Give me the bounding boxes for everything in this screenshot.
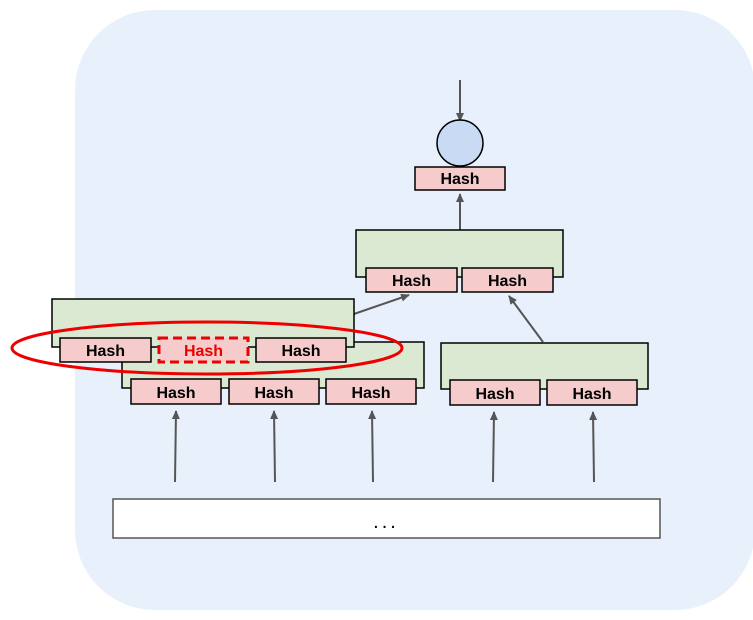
- level1-highlighted-hash-0: Hash: [86, 343, 125, 360]
- level1-highlighted-hash-2: Hash: [281, 343, 320, 360]
- level1-right-hash-1: Hash: [572, 386, 611, 403]
- arrow-left-to-level2: [353, 293, 410, 315]
- root-hash-box: Hash: [414, 166, 506, 191]
- level1-left-hash-1: Hash: [254, 385, 293, 402]
- highlight-ellipse: [10, 320, 404, 376]
- leaf-arrow-0: [171, 410, 180, 483]
- leaf-data-box: [112, 498, 661, 539]
- level1-highlighted-hash-1: Hash: [184, 343, 223, 360]
- level2-node: Hash Hash: [355, 229, 564, 293]
- leaf-arrow-3: [489, 411, 498, 483]
- level1-right-hash-0: Hash: [475, 386, 514, 403]
- level1-highlighted-node: Hash Hash Hash: [51, 298, 355, 364]
- root-circle: [436, 119, 484, 167]
- leaf-arrow-1: [270, 410, 279, 483]
- level1-left-hash-0: Hash: [156, 385, 195, 402]
- level2-hash-1: Hash: [488, 273, 527, 290]
- level1-left-hash-2: Hash: [351, 385, 390, 402]
- level1-right-node: Hash Hash: [440, 342, 649, 406]
- leaf-arrow-2: [368, 410, 377, 483]
- leaf-data-text: ...: [373, 511, 399, 533]
- leaf-arrow-4: [589, 411, 598, 483]
- level2-hash-0: Hash: [392, 273, 431, 290]
- root-hash-label: Hash: [440, 171, 479, 188]
- background-panel: [75, 10, 753, 610]
- arrow-right-to-level2: [508, 295, 544, 343]
